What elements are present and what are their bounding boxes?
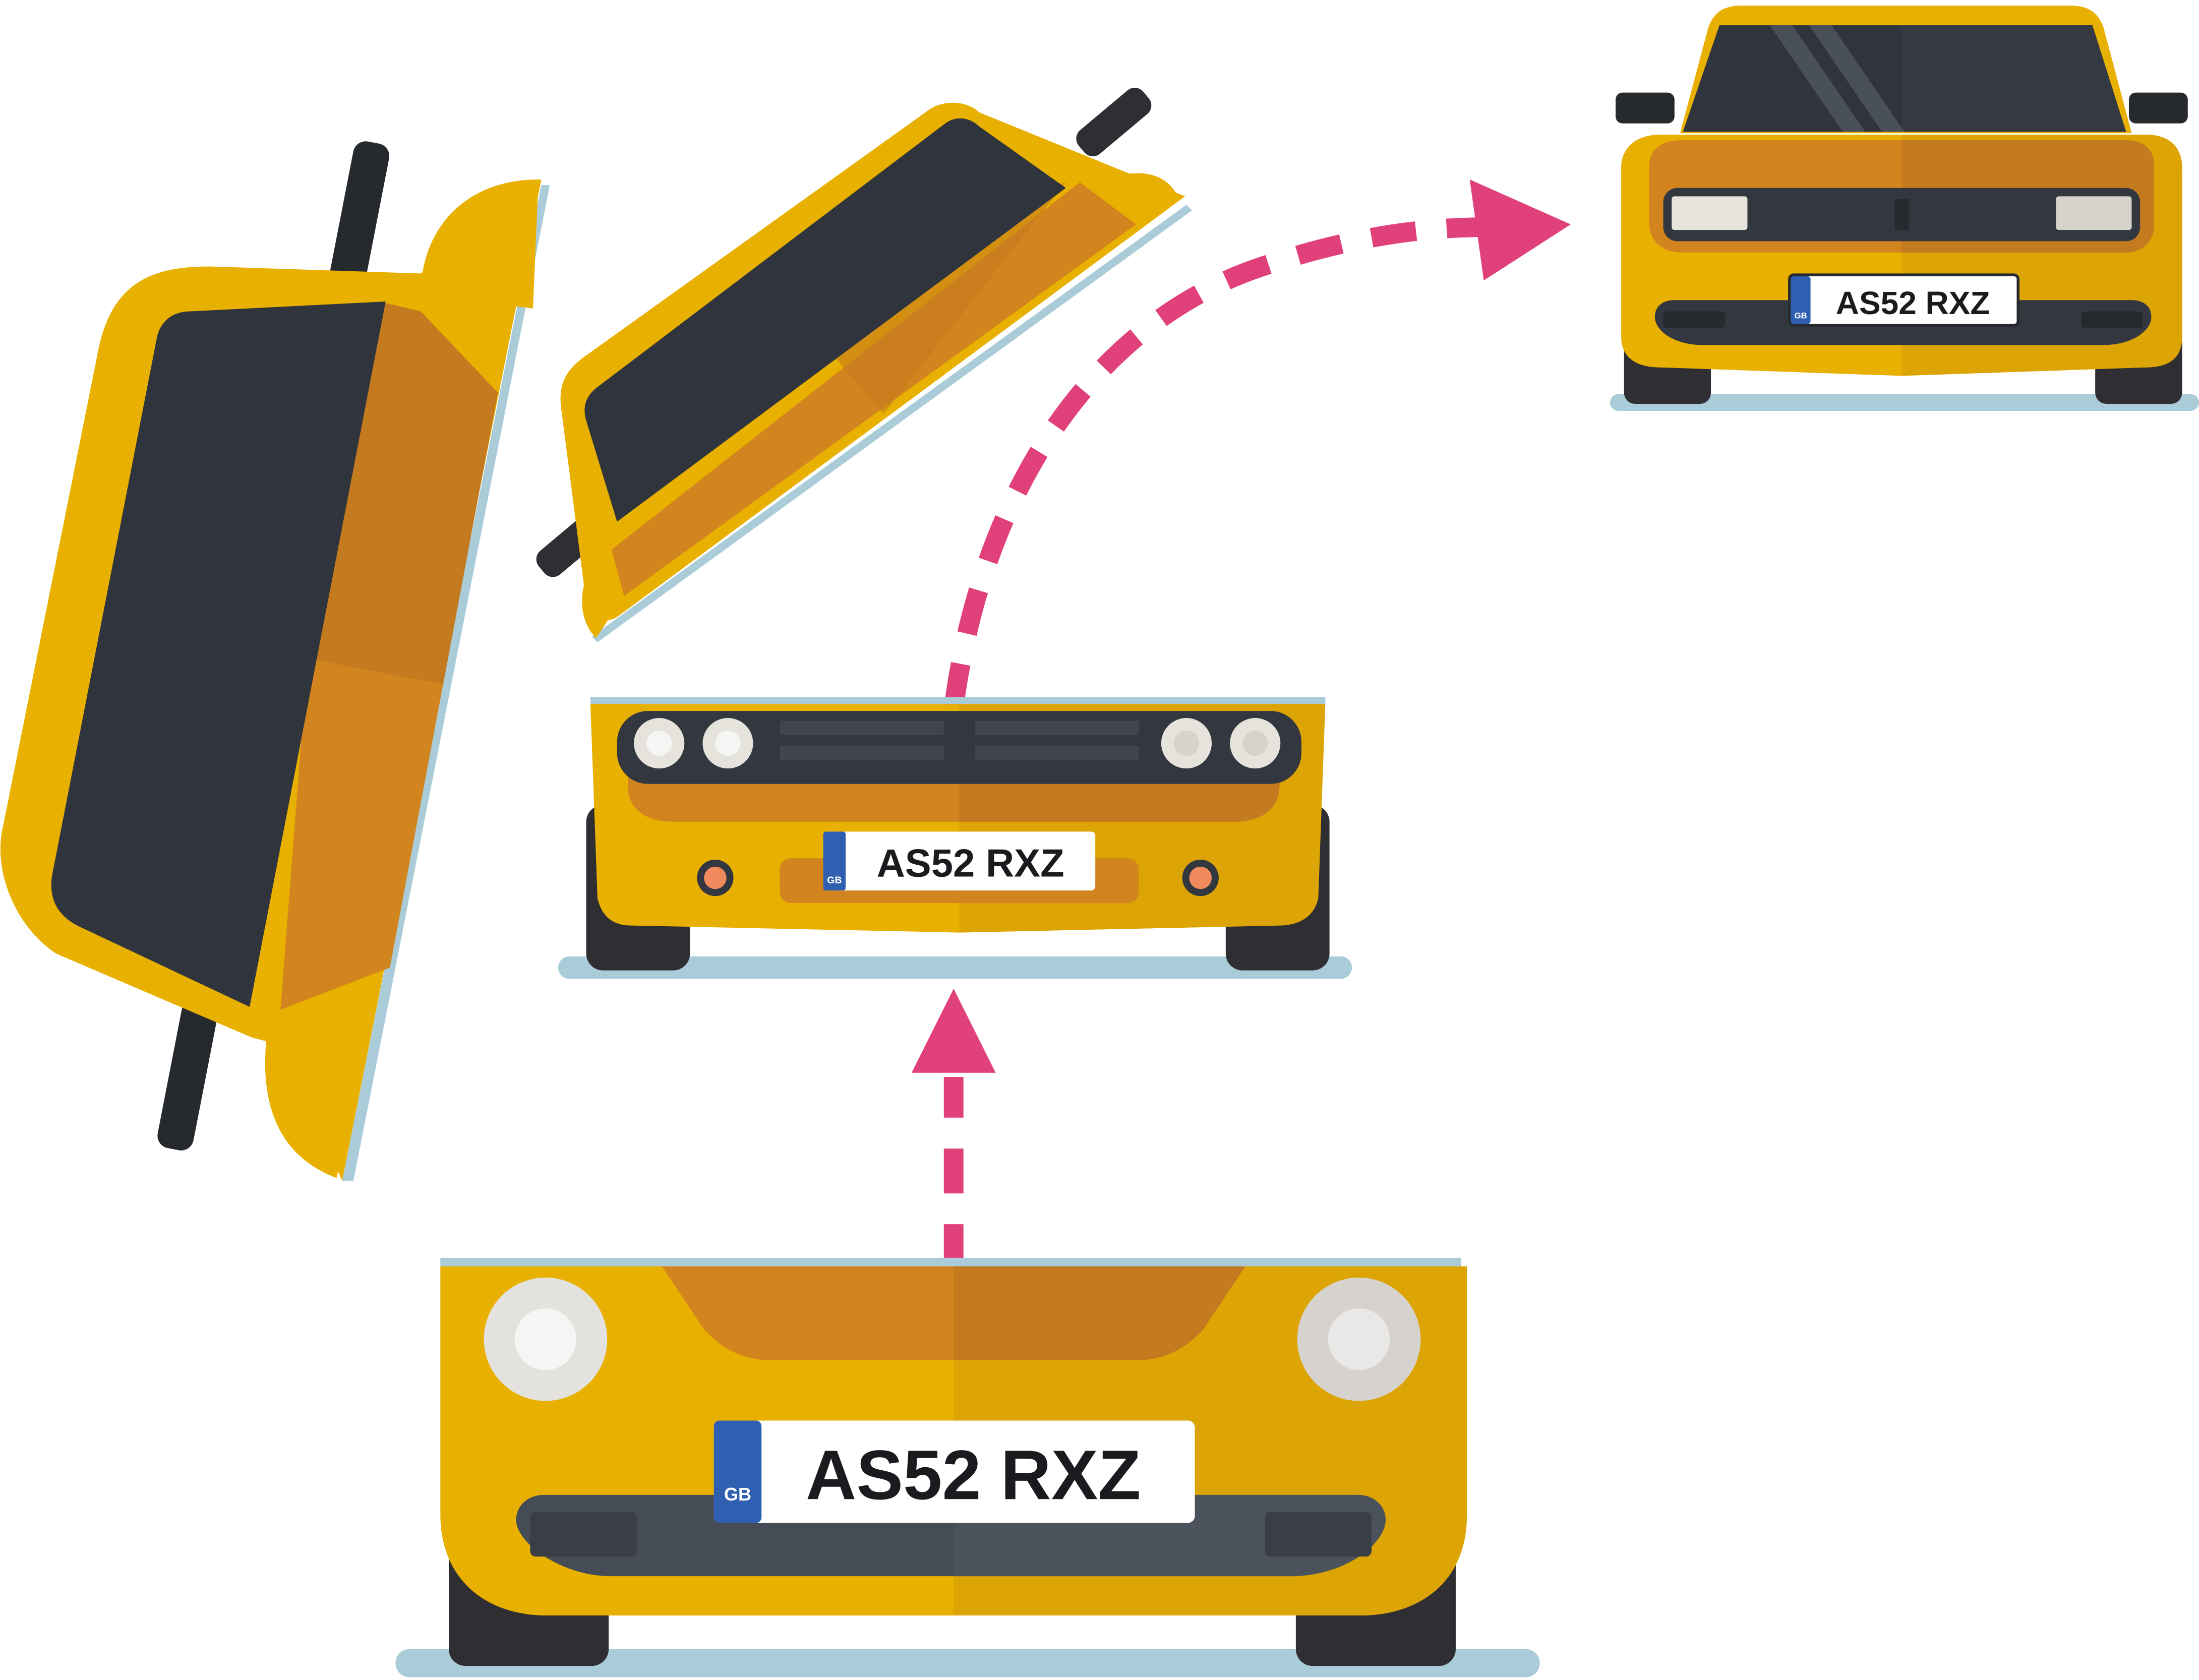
arrow-up-icon xyxy=(911,988,996,1270)
car-tipping-over-icon xyxy=(536,88,1193,642)
arrow-curved-icon xyxy=(943,179,1571,710)
car-front-windscreen-icon: GB AS52 RXZ xyxy=(1610,6,2199,411)
plate-gb-label-top-right: GB xyxy=(1795,311,1807,320)
car-front-view-icon: GB AS52 RXZ xyxy=(395,1257,1540,1677)
license-plate-middle: GB AS52 RXZ xyxy=(823,831,1096,891)
plate-gb-label-middle: GB xyxy=(827,875,842,886)
plate-number-middle: AS52 RXZ xyxy=(877,841,1064,885)
license-plate-top-right: GB AS52 RXZ xyxy=(1788,273,2019,327)
car-on-side-icon xyxy=(0,141,550,1181)
plate-gb-label-front: GB xyxy=(724,1484,751,1505)
plate-number-front: AS52 RXZ xyxy=(806,1436,1141,1514)
car-front-lifted-icon: GB AS52 RXZ xyxy=(558,697,1352,979)
plate-number-top-right: AS52 RXZ xyxy=(1836,285,1990,321)
license-plate-front: GB AS52 RXZ xyxy=(714,1420,1195,1523)
